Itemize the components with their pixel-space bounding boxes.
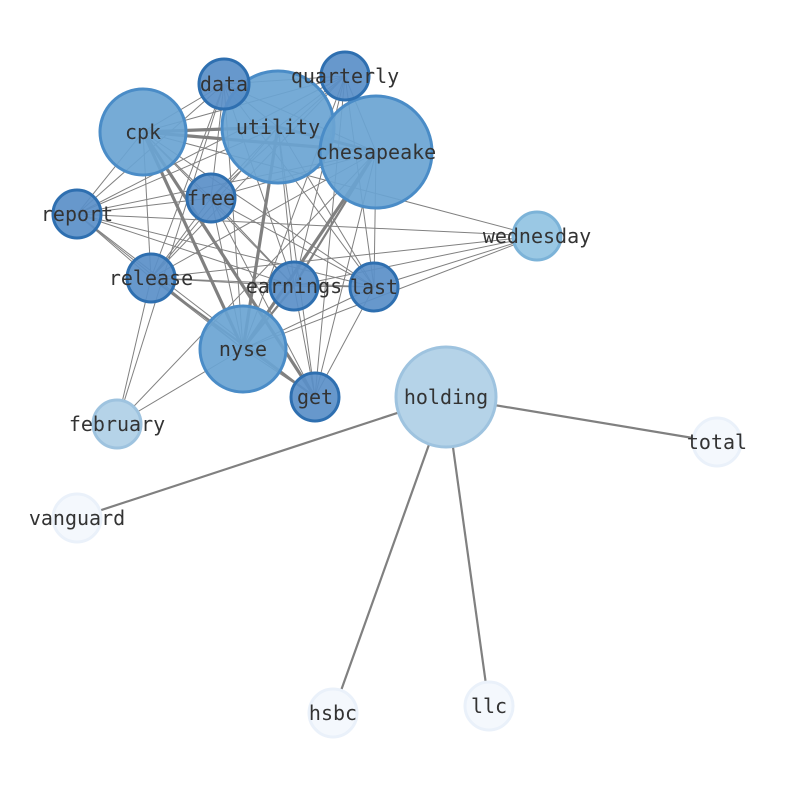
edge-free-get [210, 197, 316, 398]
node-label-data: data [200, 72, 248, 96]
edge-report-wednesday [76, 213, 538, 237]
node-vanguard [51, 492, 103, 544]
edge-last-wednesday [373, 235, 538, 288]
node-get [289, 371, 341, 423]
edge-holding-vanguard [76, 395, 447, 520]
node-llc [463, 680, 515, 732]
node-data [197, 57, 251, 111]
node-release [125, 252, 177, 304]
node-label-utility: utility [236, 115, 320, 139]
node-earnings [268, 260, 320, 312]
node-label-llc: llc [471, 694, 507, 718]
edge-holding-hsbc [331, 396, 448, 714]
node-label-release: release [109, 266, 193, 290]
node-label-quarterly: quarterly [291, 64, 399, 88]
edge-report-earnings [76, 213, 295, 287]
node-label-earnings: earnings [246, 274, 342, 298]
node-wednesday [511, 210, 563, 262]
node-last [348, 261, 400, 313]
node-nyse [198, 304, 288, 394]
node-label-wednesday: wednesday [483, 224, 591, 248]
node-chesapeake [318, 94, 434, 210]
node-holding [394, 345, 498, 449]
node-label-last: last [350, 275, 398, 299]
node-label-vanguard: vanguard [29, 506, 125, 530]
node-cpk [98, 87, 188, 177]
edge-chesapeake-february [116, 151, 377, 425]
edge-data-february [116, 83, 225, 425]
node-label-free: free [187, 186, 235, 210]
node-label-get: get [297, 385, 333, 409]
node-free [185, 172, 237, 224]
node-label-cpk: cpk [125, 120, 161, 144]
node-february [91, 398, 143, 450]
node-label-chesapeake: chesapeake [316, 140, 436, 164]
node-label-report: report [41, 202, 113, 226]
edge-report-last [76, 213, 375, 288]
node-layer [51, 50, 743, 739]
edge-release-last [150, 277, 375, 288]
edge-cpk-last [142, 131, 375, 288]
node-label-hsbc: hsbc [309, 701, 357, 725]
node-hsbc [307, 687, 359, 739]
node-label-nyse: nyse [219, 337, 267, 361]
edge-holding-llc [444, 396, 491, 707]
edge-release-wednesday [150, 235, 538, 279]
node-label-february: february [69, 412, 165, 436]
node-total [691, 416, 743, 468]
node-report [51, 188, 103, 240]
node-quarterly [319, 50, 371, 102]
edge-free-last [210, 197, 375, 288]
edge-data-release [150, 83, 225, 279]
node-label-holding: holding [404, 385, 488, 409]
node-label-total: total [687, 430, 747, 454]
edge-earnings-wednesday [293, 235, 538, 287]
